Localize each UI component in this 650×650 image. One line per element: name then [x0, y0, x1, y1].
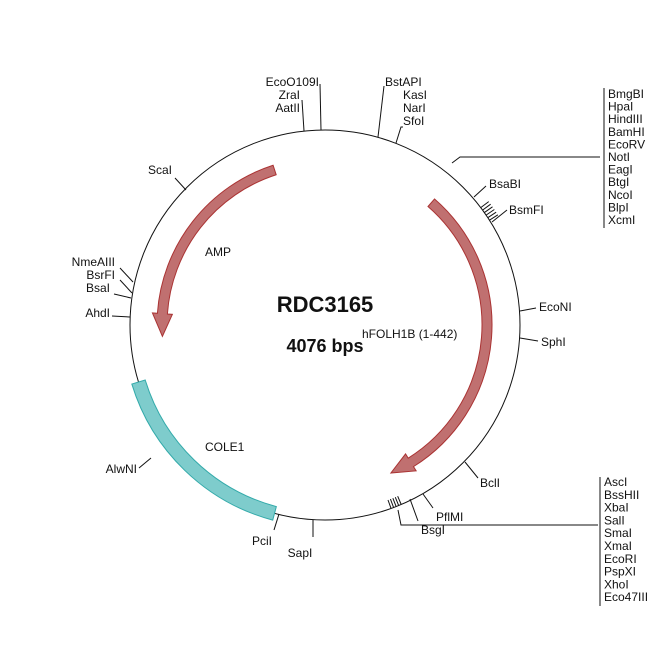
site-scaI: ScaI: [148, 163, 172, 177]
tick-bclI: [464, 461, 479, 479]
tick-pciI: [273, 513, 280, 531]
tick-nmeAIII: [119, 267, 134, 283]
site-zraI: ZraI: [279, 88, 300, 102]
tick-pflMI: [422, 493, 434, 509]
site-bclI: BclI: [480, 476, 500, 490]
plasmid-size: 4076 bps: [286, 336, 363, 356]
site-ahdI: AhdI: [85, 306, 110, 320]
mcs-site-label: Eco47III: [604, 590, 648, 604]
site-nmeAIII: NmeAIII: [72, 255, 115, 269]
site-bsaBI: BsaBI: [489, 177, 521, 191]
mcs-site-label: AscI: [604, 475, 627, 489]
site-bstAPI: BstAPI: [385, 75, 422, 89]
tick-scaI: [174, 177, 187, 191]
mcs-bottom-tick: [397, 496, 402, 505]
tick-alwNI: [138, 457, 152, 469]
mcs-site-label: PspXI: [604, 565, 636, 579]
mcs-site-label: EcoRV: [608, 137, 645, 151]
mcs-site-label: BmgBI: [608, 87, 644, 101]
plasmid-name: RDC3165: [277, 292, 374, 317]
site-pflMI: PflMI: [436, 510, 463, 524]
mcs-site-label: XmaI: [604, 539, 632, 553]
mcs-top-tick: [487, 211, 497, 219]
mcs-bottom-tick: [389, 498, 395, 508]
site-pciI: PciI: [252, 534, 272, 548]
site-alwNI: AlwNI: [106, 462, 137, 476]
site-sfoI: SfoI: [403, 114, 424, 128]
tick-ahdI: [111, 315, 131, 318]
site-bsrFI: BsrFI: [86, 268, 115, 282]
site-bsgI: BsgI: [421, 523, 445, 537]
mcs-site-label: NotI: [608, 150, 630, 164]
site-aatII: AatII: [275, 101, 300, 115]
feature-label-hfolh1b: hFOLH1B (1-442): [362, 327, 457, 341]
mcs-site-label: BssHII: [604, 488, 639, 502]
mcs-bottom-list: AscIBssHIIXbaISalISmaIXmaIEcoRIPspXIXhoI…: [604, 475, 648, 604]
mcs-site-label: BtgI: [608, 175, 629, 189]
mcs-bottom-tick: [387, 499, 392, 509]
mcs-site-label: SalI: [604, 513, 625, 527]
mcs-top-tick: [480, 201, 490, 209]
mcs-site-label: EagI: [608, 163, 633, 177]
feature-arrow-hfolh1b: [389, 198, 493, 474]
feature-arrow-amp: [151, 164, 277, 338]
site-sapI: SapI: [288, 546, 313, 560]
mcs-site-label: XcmI: [608, 213, 635, 227]
mcs-bottom-leader: [397, 509, 598, 526]
tick-bsrFI: [119, 279, 133, 294]
mcs-top-tick: [484, 206, 493, 214]
mcs-site-label: BlpI: [608, 200, 629, 214]
mcs-site-label: XhoI: [604, 577, 629, 591]
tick-aatII: [301, 99, 305, 132]
site-bsaI: BsaI: [86, 281, 110, 295]
tick-bsgI: [409, 498, 419, 522]
mcs-top-tick: [489, 214, 499, 221]
feature-band-cole1: [131, 379, 277, 521]
mcs-site-label: HindIII: [608, 112, 643, 126]
mcs-site-label: NcoI: [608, 188, 633, 202]
mcs-site-label: HpaI: [608, 100, 633, 114]
tick-bsmFI: [491, 209, 508, 223]
mcs-site-label: SmaI: [604, 526, 632, 540]
mcs-top-leader: [451, 156, 600, 164]
tick-kasI: [395, 126, 403, 144]
site-bsmFI: BsmFI: [509, 203, 544, 217]
tick-sphI: [519, 337, 539, 342]
backbone-circle: [129, 129, 521, 521]
site-narI: NarI: [403, 101, 426, 115]
mcs-bottom-tick: [394, 497, 400, 506]
mcs-top-tick: [482, 203, 491, 211]
tick-ecoNI: [519, 307, 537, 312]
tick-bsaI: [113, 293, 132, 299]
site-kasI: KasI: [403, 88, 427, 102]
mcs-site-label: EcoRI: [604, 552, 637, 566]
site-ecoNI: EcoNI: [539, 300, 572, 314]
tick-bsaBI: [473, 185, 487, 198]
feature-label-amp: AMP: [205, 245, 231, 259]
site-ecoO109I: EcoO109I: [266, 75, 319, 89]
feature-label-cole1: COLE1: [205, 440, 245, 454]
mcs-top-list: BmgBIHpaIHindIIIBamHIEcoRVNotIEagIBtgINc…: [608, 87, 645, 227]
site-sphI: SphI: [541, 335, 566, 349]
mcs-top-tick: [485, 209, 495, 216]
mcs-site-label: XbaI: [604, 501, 629, 515]
tick-bstAPI: [377, 85, 385, 138]
tick-ecoO109I: [319, 83, 322, 131]
mcs-bottom-tick: [392, 497, 397, 507]
mcs-site-label: BamHI: [608, 125, 645, 139]
